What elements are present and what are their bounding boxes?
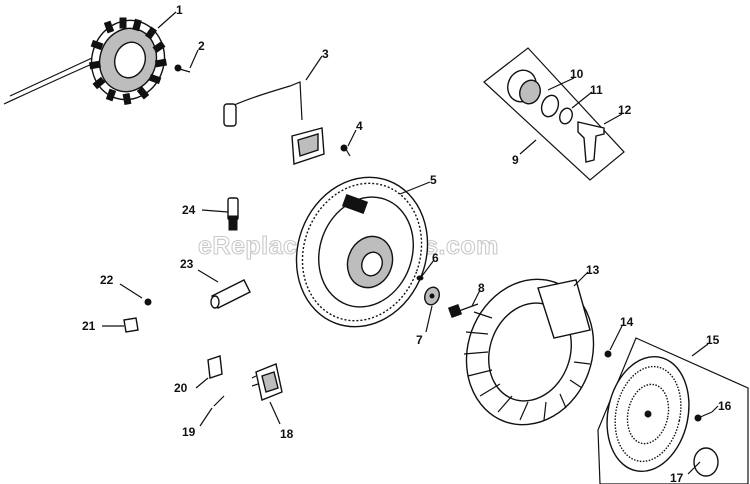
clip-nut	[144, 298, 152, 306]
rectifier-screw	[213, 395, 225, 407]
key-switch-washer	[559, 107, 573, 125]
callout-9: 9	[512, 153, 519, 167]
callout-1: 1	[176, 3, 183, 17]
callout-15: 15	[706, 333, 720, 347]
callout-3: 3	[322, 47, 329, 61]
callout-12: 12	[618, 103, 632, 117]
callout-14: 14	[620, 315, 634, 329]
rectifier	[251, 363, 283, 401]
flywheel-bolt	[447, 303, 479, 319]
callout-20: 20	[174, 381, 188, 395]
wire-clip	[123, 317, 139, 333]
callout-23: 23	[180, 257, 194, 271]
callout-19: 19	[182, 425, 196, 439]
spark-plug	[227, 197, 239, 231]
callout-13: 13	[586, 263, 600, 277]
callout-17: 17	[670, 471, 684, 484]
callout-2: 2	[198, 39, 205, 53]
spark-plug-boot	[210, 279, 251, 309]
grille-decal	[693, 447, 719, 477]
callout-8: 8	[478, 281, 485, 295]
connector	[207, 355, 223, 379]
callout-4: 4	[356, 119, 363, 133]
key-switch-group	[483, 47, 625, 181]
callout-24: 24	[182, 203, 196, 217]
callout-21: 21	[82, 319, 96, 333]
key-switch	[507, 69, 541, 105]
flywheel	[295, 176, 429, 328]
callout-5: 5	[430, 173, 437, 187]
fan-grille	[606, 355, 690, 473]
callout-22: 22	[100, 273, 114, 287]
flywheel-washer	[424, 286, 440, 306]
callout-6: 6	[432, 251, 439, 265]
grille-screw	[694, 411, 713, 422]
callout-labels: 1 2 3 4 5 6 7 8 9 10 11 12 13 14 15 16 1…	[82, 3, 732, 484]
stator-screw	[174, 64, 191, 73]
leader-lines	[102, 11, 719, 475]
callout-7: 7	[416, 333, 423, 347]
blower-housing	[463, 278, 595, 426]
callout-18: 18	[280, 427, 294, 441]
module-screw	[340, 144, 351, 157]
callout-11: 11	[590, 83, 603, 97]
callout-10: 10	[570, 67, 584, 81]
ignition-key	[577, 121, 605, 163]
callout-16: 16	[718, 399, 732, 413]
flywheel-key	[416, 275, 424, 281]
housing-screw	[604, 350, 612, 358]
key-switch-nut	[540, 94, 560, 118]
fan-grille-group	[597, 337, 749, 484]
ignition-module	[223, 81, 325, 165]
stator	[3, 17, 168, 106]
